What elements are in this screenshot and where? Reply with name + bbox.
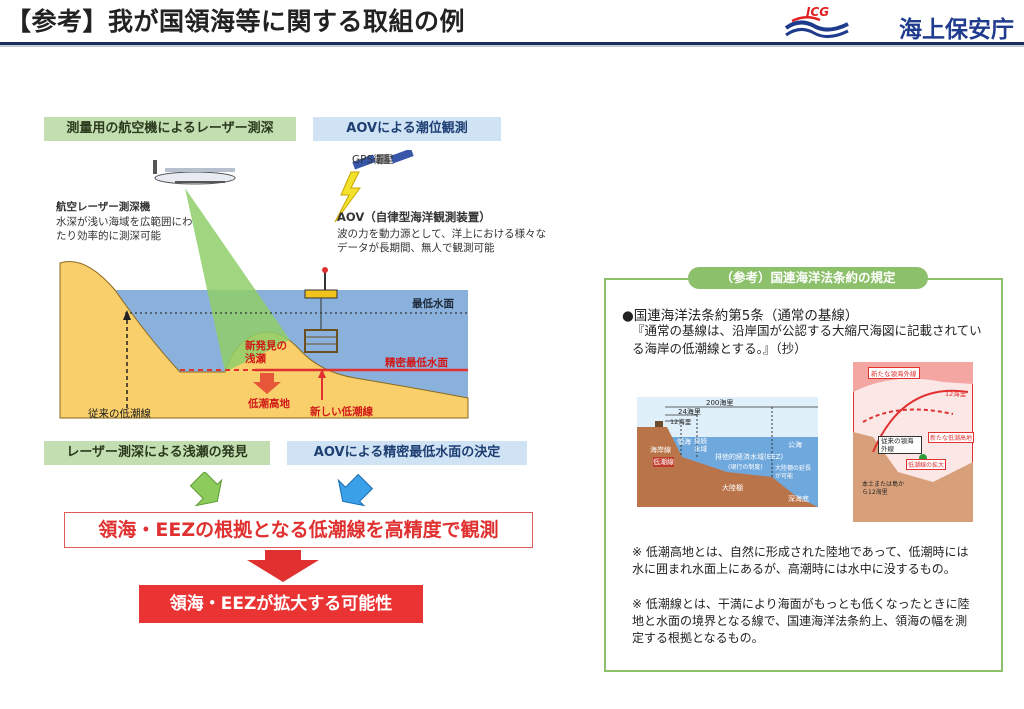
blue-down-arrow-icon <box>337 473 374 507</box>
laser-survey-header: 測量用の航空機によるレーザー測深 <box>44 117 296 141</box>
maritime-zones-figure <box>637 397 818 507</box>
zone-contiguous: 接続水域 <box>694 437 707 453</box>
new-shoal-label: 新発見の浅瀬 <box>245 340 287 365</box>
main-message: 領海・EEZの根拠となる低潮線を高精度で観測 <box>64 512 533 548</box>
zone-12nm: 12海里 <box>670 418 692 426</box>
wave-logo-icon: JCG <box>784 5 850 40</box>
zone-high-seas: 公海 <box>788 441 802 449</box>
reference-header: （参考）国連海洋法条約の規定 <box>688 267 928 289</box>
map-new-elevation: 新たな低潮高地 <box>928 432 975 443</box>
logo-name: 海上保安庁 <box>899 17 1014 43</box>
zone-shelf: 大陸棚 <box>722 484 743 492</box>
survey-illustration <box>59 150 469 419</box>
zone-deep-sea: 深海底 <box>788 495 809 503</box>
zone-eez: 排他的経済水域(EEZ) <box>715 453 784 461</box>
zone-24nm: 24海里 <box>678 408 701 416</box>
aov-header: AOVによる潮位観測 <box>313 117 501 141</box>
signal-bolt-icon <box>334 171 361 223</box>
gps-satellite-icon <box>352 150 414 170</box>
new-baseline-label: 新しい低潮線 <box>310 406 373 418</box>
shoal-discovery-box: レーザー測深による浅瀬の発見 <box>44 441 270 465</box>
title-divider <box>0 42 1024 45</box>
logo-abbrev: JCG <box>806 5 830 19</box>
note-low-tide-line: ※ 低潮線とは、干満により海面がもっとも低くなったときに陸地と水面の境界となる線… <box>632 597 970 645</box>
page-title: 【参考】我が国領海等に関する取組の例 <box>6 7 466 36</box>
aircraft-desc: 水深が浅い海域を広範囲にわたり効率的に測深可能 <box>56 216 193 242</box>
zone-territorial-sea: 領海 <box>677 438 691 446</box>
red-down-arrow-icon <box>247 550 319 582</box>
precise-level-box: AOVによる精密最低水面の決定 <box>287 441 527 465</box>
jcg-logo: JCG 海上保安庁 <box>784 5 1014 43</box>
green-down-arrow-icon <box>189 472 223 507</box>
map-mainland: 本土または島から12海里 <box>862 481 905 496</box>
map-baseline-expand: 低潮線の拡大 <box>906 459 947 470</box>
laser-beam <box>185 188 290 372</box>
final-message: 領海・EEZが拡大する可能性 <box>139 585 423 623</box>
aov-title: AOV（自律型海洋観測装置） <box>337 210 491 224</box>
article-heading: ●国連海洋法条約第5条（通常の基線） <box>622 308 859 324</box>
shoal-down-arrow <box>253 373 281 394</box>
zone-200nm: 200海里 <box>706 399 734 407</box>
zone-low-tide-line: 低潮線 <box>653 457 674 467</box>
zone-eez-note: (現行の制度) <box>728 464 763 471</box>
aircraft-title: 航空レーザー測深機 <box>56 201 151 213</box>
map-new-outer: 新たな領海外線 <box>868 367 920 379</box>
article-body: 『通常の基線は、沿岸国が公認する大縮尺海図に記載されている海岸の低潮線とする。』… <box>632 323 982 356</box>
aov-desc: 波の力を動力源として、洋上における様々なデータが長期間、無人で観測可能 <box>337 228 547 254</box>
precise-level-label: 精密最低水面 <box>385 357 448 369</box>
title-divider-shadow <box>0 45 1024 47</box>
map-12nm: 12海里 <box>945 390 967 398</box>
zone-shelf-ext: 大陸棚の延長が可能 <box>775 465 812 480</box>
gps-label: GPS衛星 <box>352 154 395 166</box>
lowest-level-label: 最低水面 <box>412 298 454 310</box>
aircraft-icon <box>153 160 236 185</box>
note-low-tide-elevation: ※ 低潮高地とは、自然に形成された陸地であって、低潮時には水に囲まれ水面上にある… <box>632 545 969 576</box>
old-baseline-label: 従来の低潮線 <box>88 408 151 420</box>
zone-coastline: 海岸線 <box>650 446 671 454</box>
map-old-outer: 従来の領海外線 <box>878 436 922 454</box>
aov-buoy-icon <box>304 267 338 353</box>
low-tide-elevation-label: 低潮高地 <box>248 398 290 410</box>
